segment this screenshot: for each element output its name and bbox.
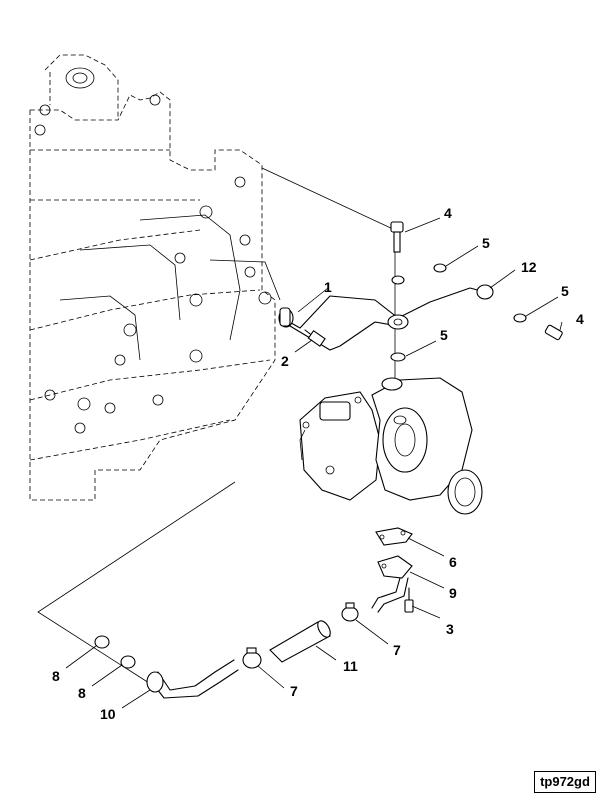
callout-6: 6	[449, 554, 457, 570]
callout-4-upper: 4	[444, 205, 452, 221]
banjo-bolt-right	[544, 324, 563, 341]
banjo-bolt-upper	[390, 221, 404, 253]
hose-clamp-upper	[341, 602, 359, 622]
drain-gasket	[375, 527, 413, 546]
figure-code-label: tp972gd	[534, 771, 596, 793]
washer-far-right	[513, 313, 527, 323]
callout-labels: 1 2 3 4 4 5 5 5 6 7 7 8 8 9 10 11 12	[52, 205, 584, 722]
callout-5-lower: 5	[440, 327, 448, 343]
o-ring-upper	[94, 635, 110, 649]
callout-10: 10	[100, 706, 116, 722]
callout-5-upper: 5	[482, 235, 490, 251]
callout-4-right: 4	[576, 311, 584, 327]
hose-clamp-lower	[242, 647, 262, 669]
callout-9: 9	[449, 585, 457, 601]
callout-2: 2	[281, 353, 289, 369]
o-ring-lower	[120, 655, 136, 669]
callout-7-upper: 7	[393, 642, 401, 658]
callout-1: 1	[324, 279, 332, 295]
callout-12: 12	[521, 259, 537, 275]
fitting-bolt	[304, 329, 326, 347]
callout-5-right: 5	[561, 283, 569, 299]
callout-7-lower: 7	[290, 683, 298, 699]
drain-hose	[269, 620, 331, 663]
washer-upper	[391, 275, 405, 285]
engine-block	[29, 54, 281, 501]
callout-8-upper: 8	[52, 668, 60, 684]
oil-drain-tube	[371, 555, 413, 613]
block-bolt-group	[34, 94, 272, 434]
flange-bolt	[404, 587, 414, 613]
callout-8-lower: 8	[78, 685, 86, 701]
oil-supply-tube	[285, 284, 494, 351]
washer-right	[433, 263, 447, 273]
turbocharger	[299, 377, 483, 515]
callout-3: 3	[446, 621, 454, 637]
drain-elbow-tube	[146, 659, 239, 699]
washer-lower	[390, 352, 406, 362]
callout-leaders	[65, 217, 563, 709]
banjo-fitting	[278, 307, 294, 328]
callout-11: 11	[343, 658, 358, 674]
